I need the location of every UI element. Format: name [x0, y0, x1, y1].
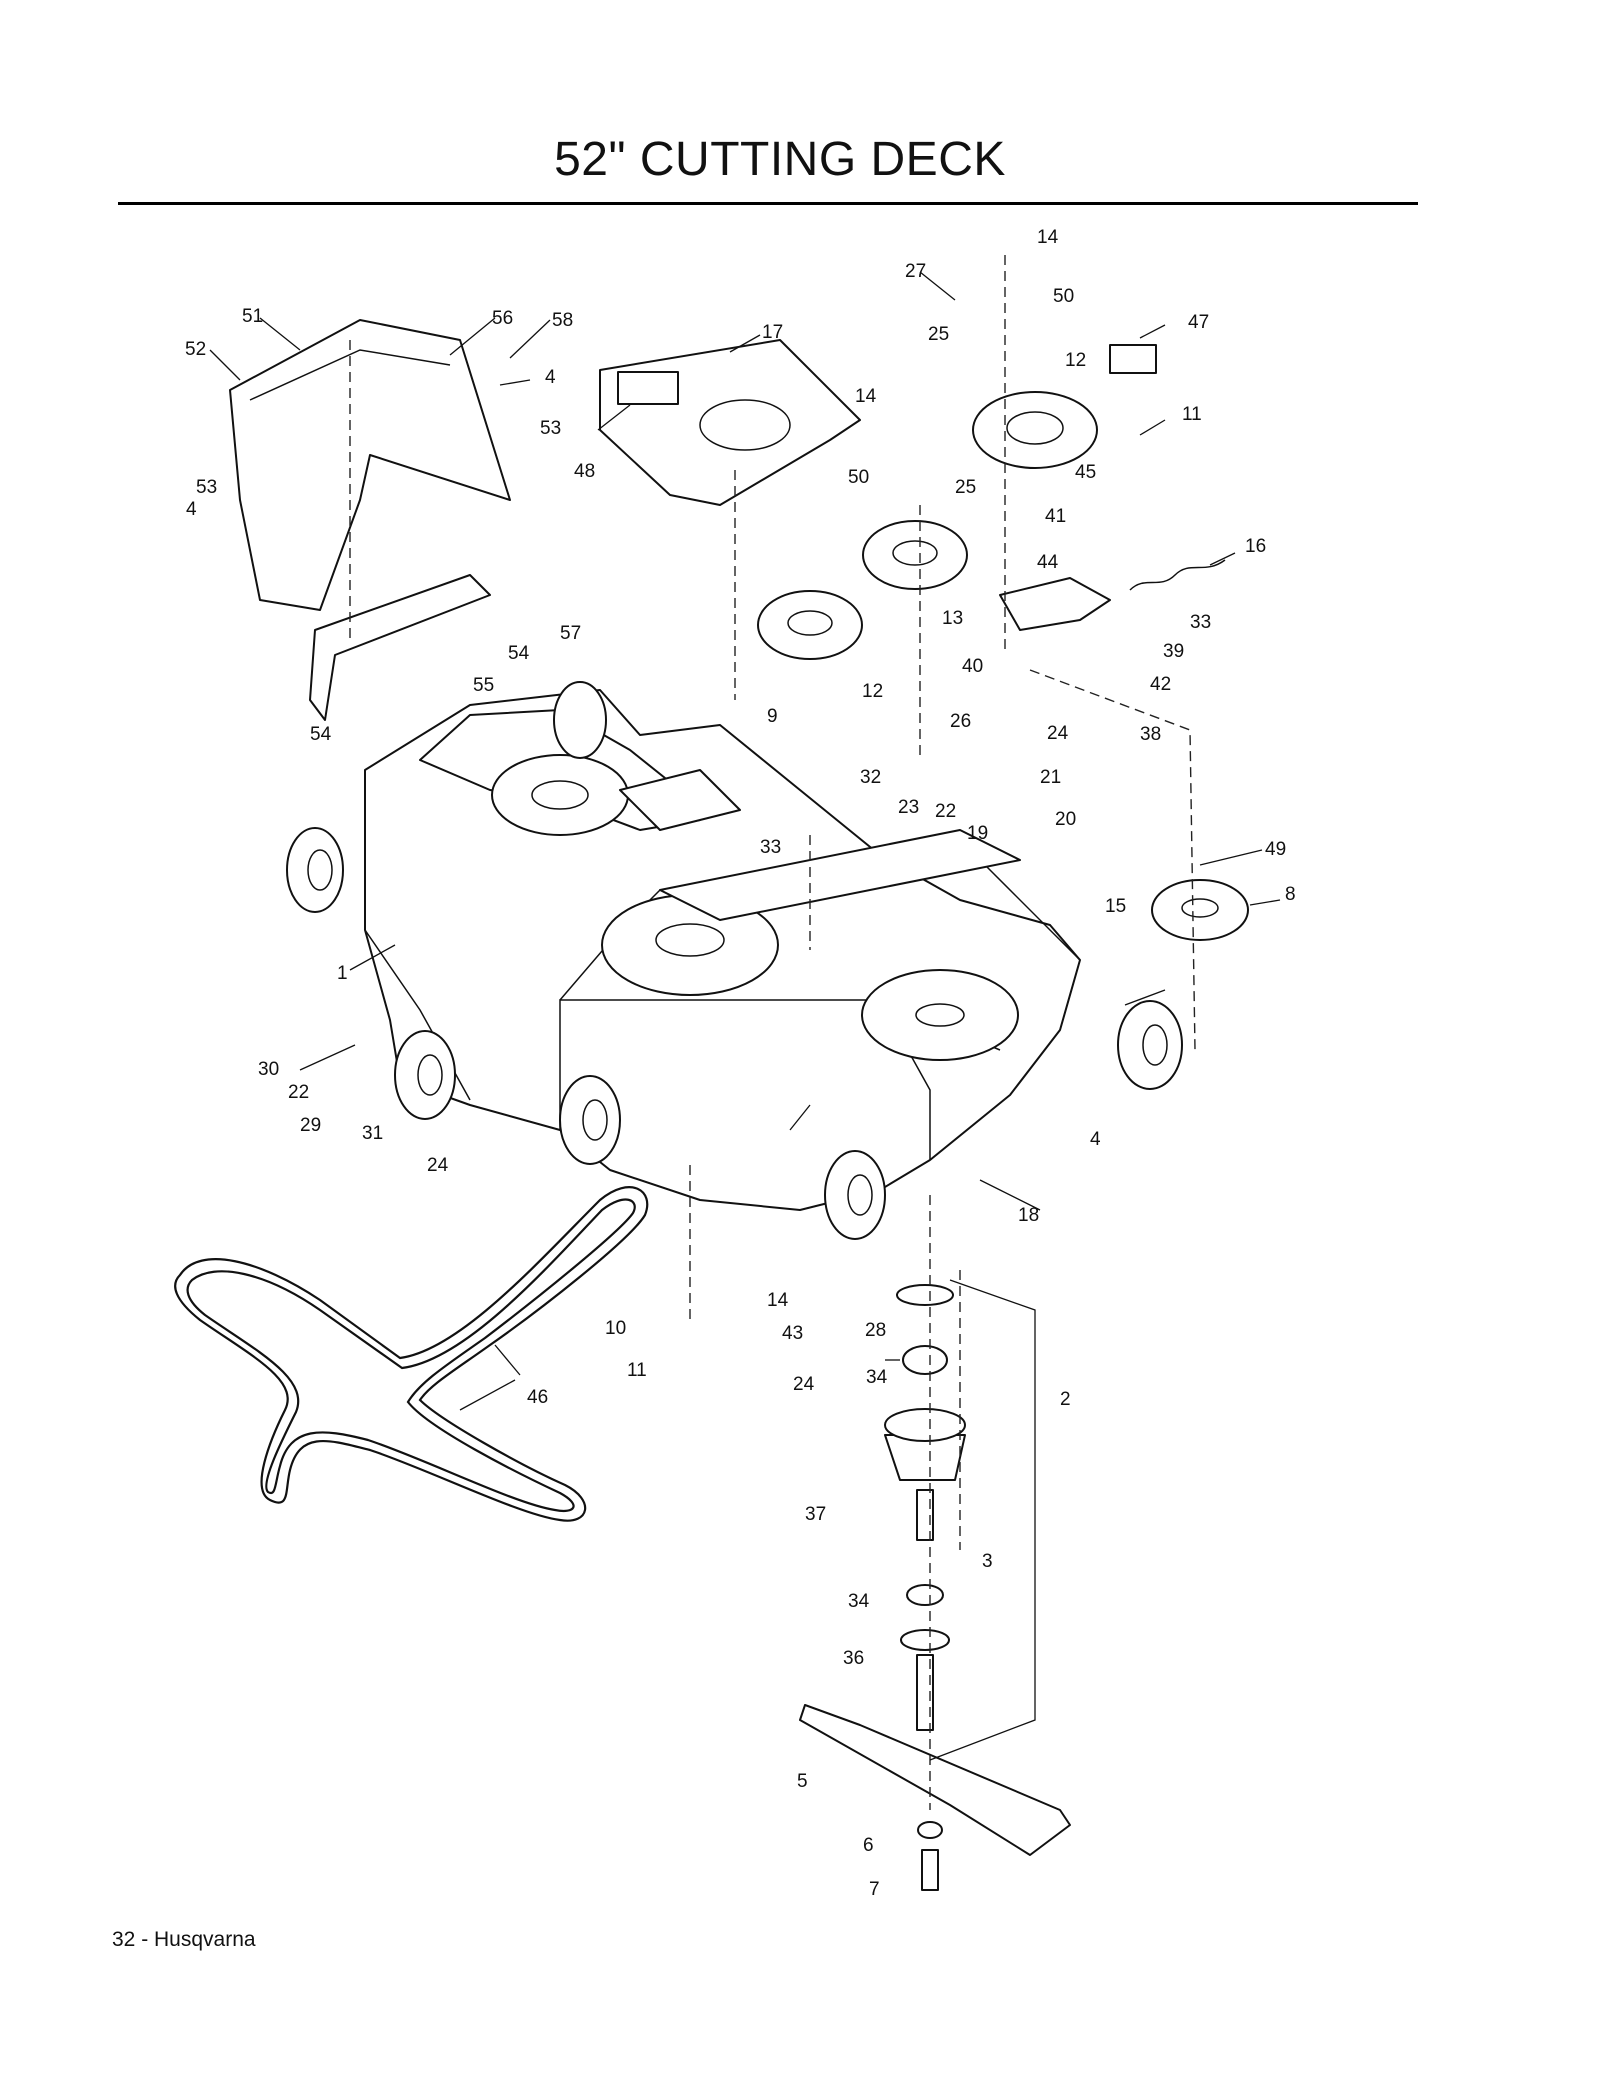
- discharge-deflector: [229, 319, 511, 721]
- cutting-deck-housing: [364, 689, 1081, 1211]
- callout-9: 9: [767, 706, 778, 727]
- callout-50: 50: [1053, 286, 1074, 307]
- callout-7: 7: [869, 1879, 880, 1900]
- callout-8: 8: [1285, 884, 1296, 905]
- callout-43: 43: [782, 1323, 803, 1344]
- callout-40: 40: [962, 656, 983, 677]
- callout-25: 25: [955, 477, 976, 498]
- drive-belt: [174, 1186, 649, 1522]
- callout-5: 5: [797, 1771, 808, 1792]
- callout-36: 36: [843, 1648, 864, 1669]
- callout-11: 11: [627, 1360, 647, 1381]
- spindle-assembly: [799, 1284, 1071, 1891]
- callout-17: 17: [762, 322, 783, 343]
- callout-31: 31: [362, 1123, 383, 1144]
- page-footer: 32 - Husqvarna: [112, 1928, 256, 1951]
- callout-14: 14: [1037, 227, 1059, 248]
- callout-42: 42: [1150, 674, 1171, 695]
- callout-15: 15: [1105, 896, 1126, 917]
- callout-41: 41: [1045, 506, 1066, 527]
- callout-47: 47: [1188, 312, 1209, 333]
- callout-26: 26: [950, 711, 971, 732]
- callout-46: 46: [527, 1387, 548, 1408]
- callout-12: 12: [1065, 350, 1086, 371]
- callout-4: 4: [545, 367, 556, 388]
- callout-49: 49: [1265, 839, 1286, 860]
- callout-23: 23: [898, 797, 919, 818]
- callout-10: 10: [605, 1318, 626, 1339]
- callout-labels: 14 27 50 51 56 58 17 25 47 52 4 12 14 53…: [185, 227, 1296, 1900]
- callout-33: 33: [1190, 612, 1211, 633]
- callout-58: 58: [552, 310, 573, 331]
- callout-25: 25: [928, 324, 949, 345]
- idler-arm: [999, 344, 1226, 631]
- callout-56: 56: [492, 308, 513, 329]
- callout-24: 24: [427, 1155, 449, 1176]
- gauge-wheels: [286, 681, 1183, 1240]
- callout-52: 52: [185, 339, 206, 360]
- callout-12: 12: [862, 681, 883, 702]
- callout-22: 22: [935, 801, 956, 822]
- callout-21: 21: [1040, 767, 1061, 788]
- callout-34: 34: [848, 1591, 870, 1612]
- callout-33: 33: [760, 837, 781, 858]
- callout-54: 54: [310, 724, 332, 745]
- idler-pulleys: [757, 391, 1249, 941]
- callout-50: 50: [848, 467, 869, 488]
- callout-48: 48: [574, 461, 595, 482]
- callout-30: 30: [258, 1059, 279, 1080]
- callout-32: 32: [860, 767, 881, 788]
- callout-24: 24: [1047, 723, 1069, 744]
- page-title: 52" CUTTING DECK: [554, 133, 1006, 186]
- belt-cover: [599, 339, 861, 506]
- callout-6: 6: [863, 1835, 874, 1856]
- callout-37: 37: [805, 1504, 826, 1525]
- callout-19: 19: [967, 823, 988, 844]
- assembly-lines: [349, 255, 1196, 1810]
- callout-57: 57: [560, 623, 581, 644]
- callout-29: 29: [300, 1115, 321, 1136]
- callout-20: 20: [1055, 809, 1076, 830]
- callout-11: 11: [1182, 404, 1202, 425]
- callout-2: 2: [1060, 1389, 1071, 1410]
- callout-3: 3: [982, 1551, 993, 1572]
- callout-16: 16: [1245, 536, 1266, 557]
- callout-55: 55: [473, 675, 494, 696]
- callout-14: 14: [855, 386, 877, 407]
- callout-24: 24: [793, 1374, 815, 1395]
- callout-22: 22: [288, 1082, 309, 1103]
- callout-44: 44: [1037, 552, 1059, 573]
- callout-45: 45: [1075, 462, 1096, 483]
- callout-14: 14: [767, 1290, 789, 1311]
- callout-38: 38: [1140, 724, 1161, 745]
- callout-1: 1: [337, 963, 348, 984]
- callout-13: 13: [942, 608, 963, 629]
- callout-39: 39: [1163, 641, 1184, 662]
- callout-34: 34: [866, 1367, 888, 1388]
- callout-27: 27: [905, 261, 926, 282]
- callout-53: 53: [540, 418, 561, 439]
- callout-18: 18: [1018, 1205, 1039, 1226]
- callout-51: 51: [242, 306, 263, 327]
- callout-53: 53: [196, 477, 217, 498]
- callout-4: 4: [1090, 1129, 1101, 1150]
- callout-28: 28: [865, 1320, 886, 1341]
- title-divider: [118, 202, 1418, 205]
- callout-leaders: [209, 271, 1281, 1411]
- callout-54: 54: [508, 643, 530, 664]
- callout-4: 4: [186, 499, 197, 520]
